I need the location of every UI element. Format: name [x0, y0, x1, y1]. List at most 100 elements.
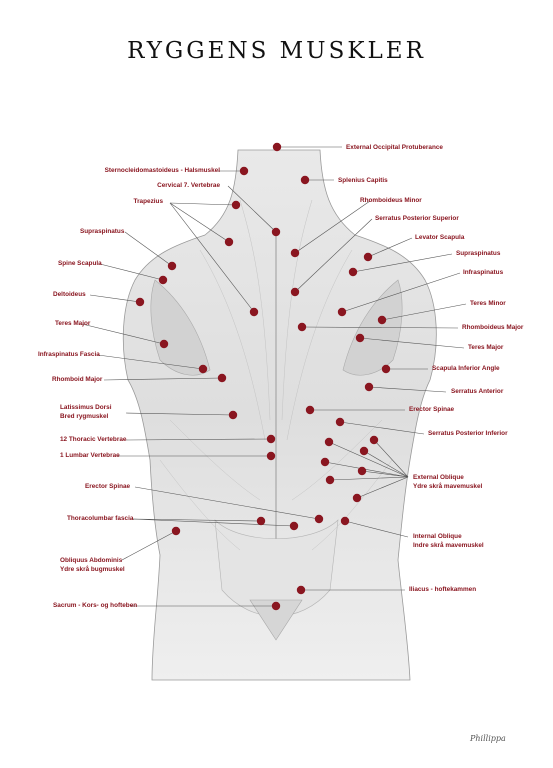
marker-dot-external-oblique-5 — [357, 466, 367, 476]
marker-dot-obliquus-abdominis — [171, 526, 181, 536]
leader-line-supraspinatus-r — [352, 253, 453, 273]
label-splenius-capitis: Splenius Capitis — [338, 177, 388, 184]
label-ydre-skra-mavemuskel: Ydre skrå mavemuskel — [413, 483, 483, 490]
marker-dot-iliacus — [296, 585, 306, 595]
marker-dot-12-thoracic — [266, 434, 276, 444]
marker-dot-external-oblique-6 — [325, 475, 335, 485]
leader-line-infraspinatus-fascia — [97, 354, 204, 370]
label-trapezius: Trapezius — [133, 198, 163, 205]
leader-line-rhomboid-major — [103, 377, 223, 381]
artist-signature: Phillippa — [470, 734, 506, 743]
label-obliquus-abdominis: Obliquus Abdominis — [60, 557, 123, 564]
label-supraspinatus-left: Supraspinatus — [80, 228, 125, 235]
label-latissimus-dorsi: Latissimus Dorsi — [60, 404, 112, 411]
leader-line-external-oblique-1 — [328, 441, 409, 478]
label-supraspinatus-right: Supraspinatus — [456, 250, 501, 257]
leader-line-external-oblique-3 — [324, 461, 409, 478]
leader-line-thoracolumbar-fascia-2 — [131, 518, 295, 527]
marker-dot-external-oblique-4 — [359, 446, 369, 456]
leader-line-external-oblique-5 — [361, 470, 409, 478]
leader-line-trapezius-c — [169, 202, 255, 313]
leader-line-teres-minor — [381, 303, 467, 321]
leader-line-rhomboideus-major — [301, 326, 459, 329]
label-external-oblique: External Oblique — [413, 474, 464, 481]
marker-dot-erector-spinae-l — [314, 514, 324, 524]
marker-dot-rhomboid-major — [217, 373, 227, 383]
marker-dot-scapula-inferior-angle — [381, 364, 391, 374]
leader-line-external-oblique-6 — [329, 476, 409, 481]
leader-line-infraspinatus — [341, 272, 461, 313]
leader-line-cervical-7 — [227, 185, 277, 233]
leader-line-teres-major-r — [359, 337, 465, 349]
marker-dot-cervical-7 — [271, 227, 281, 237]
leader-line-internal-oblique — [344, 520, 409, 538]
label-external-occipital-protuberance: External Occipital Protuberance — [346, 144, 443, 151]
marker-dot-rhomboideus-major — [297, 322, 307, 332]
label-rhomboid-major: Rhomboid Major — [52, 376, 103, 383]
label-serratus-posterior-superior: Serratus Posterior Superior — [375, 215, 459, 222]
marker-dot-external-oblique-2 — [369, 435, 379, 445]
marker-dot-trapezius-b — [224, 237, 234, 247]
marker-dot-serratus-anterior — [364, 382, 374, 392]
marker-dot-sternocleidomastoideus — [239, 166, 249, 176]
marker-dot-sacrum — [271, 601, 281, 611]
marker-dot-trapezius-c — [249, 307, 259, 317]
label-bred-rygmuskel: Bred rygmuskel — [60, 413, 109, 420]
marker-dot-external-oblique-7 — [352, 493, 362, 503]
leader-line-external-oblique-7 — [356, 476, 409, 499]
leader-line-deltoideus — [89, 294, 141, 303]
marker-dot-serratus-posterior-inferior — [335, 417, 345, 427]
marker-dot-splenius-capitis — [300, 175, 310, 185]
marker-dot-occipital-protuberance — [272, 142, 282, 152]
marker-dot-internal-oblique — [340, 516, 350, 526]
label-iliacus: Iliacus - hoftekammen — [409, 586, 477, 593]
label-spine-scapula: Spine Scapula — [58, 260, 102, 267]
label-cervical-7-vertebrae: Cervical 7. Vertebrae — [157, 182, 220, 189]
leader-line-erector-spinae-l — [134, 486, 320, 520]
leader-line-obliquus-abdominis — [121, 530, 177, 561]
label-1-lumbar-vertebrae: 1 Lumbar Vertebrae — [60, 452, 120, 459]
label-teres-major-left: Teres Major — [55, 320, 91, 327]
label-serratus-anterior: Serratus Anterior — [451, 388, 504, 395]
marker-dot-thoracolumbar-fascia-2 — [289, 521, 299, 531]
marker-dot-latissimus-dorsi — [228, 410, 238, 420]
marker-dot-serratus-posterior-superior — [290, 287, 300, 297]
marker-dot-deltoideus — [135, 297, 145, 307]
sacrum — [249, 599, 303, 641]
label-teres-minor: Teres Minor — [470, 300, 506, 307]
leader-line-serratus-posterior-inferior — [339, 421, 425, 435]
label-sternocleidomastoideus: Sternocleidomastoideus - Halsmuskel — [104, 167, 220, 174]
muscle-striations — [159, 199, 393, 551]
label-rhomboideus-minor: Rhomboideus Minor — [360, 197, 422, 204]
marker-dot-trapezius-a — [231, 200, 241, 210]
leader-line-trapezius-a — [169, 202, 237, 206]
label-ydre-skra-bugmuskel: Ydre skrå bugmuskel — [60, 566, 125, 573]
leader-line-external-oblique-4 — [363, 450, 409, 478]
label-sacrum: Sacrum - Kors- og hofteben — [53, 602, 138, 609]
leader-line-supraspinatus-l — [124, 231, 173, 267]
marker-dot-external-oblique-1 — [324, 437, 334, 447]
leader-line-serratus-anterior — [368, 386, 447, 393]
marker-dot-teres-major-l — [159, 339, 169, 349]
marker-dot-levator-scapula — [363, 252, 373, 262]
marker-dot-thoracolumbar-fascia — [256, 516, 266, 526]
leader-line-latissimus-dorsi — [125, 412, 234, 416]
label-thoracolumbar-fascia: Thoracolumbar fascia — [67, 515, 134, 522]
label-scapula-inferior-angle: Scapula Inferior Angle — [432, 365, 500, 372]
label-teres-major-right: Teres Major — [468, 344, 504, 351]
torso-outline — [122, 149, 437, 681]
leader-line-trapezius-b — [169, 202, 230, 243]
label-erector-spinae-left: Erector Spinae — [85, 483, 131, 490]
leader-line-thoracolumbar-fascia — [131, 518, 262, 522]
leader-line-levator-scapula — [367, 237, 413, 258]
leader-line-spine-scapula — [99, 263, 164, 281]
leader-line-serratus-posterior-superior — [294, 218, 373, 293]
label-deltoideus: Deltoideus — [53, 291, 86, 298]
label-infraspinatus: Infraspinatus — [463, 269, 504, 276]
marker-dot-infraspinatus — [337, 307, 347, 317]
label-infraspinatus-fascia: Infraspinatus Fascia — [38, 351, 100, 358]
leader-line-12-thoracic — [125, 438, 272, 441]
label-12-thoracic-vertebrae: 12 Thoracic Vertebrae — [60, 436, 127, 443]
